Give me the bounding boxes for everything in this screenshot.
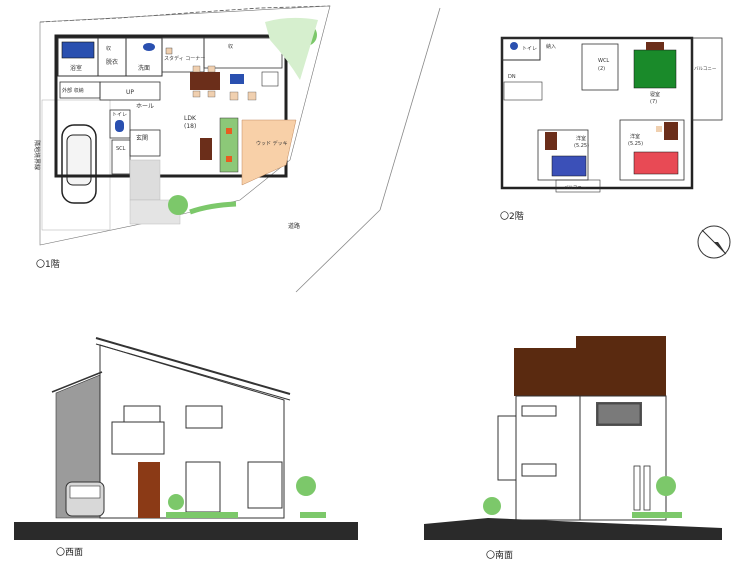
western2-size: (5.25) [628,141,643,147]
bath-label: 浴室 [70,64,82,72]
road-label: 道路 [288,222,300,230]
western2-label: 洋室 [630,133,640,140]
ldk-size: (18) [184,123,196,130]
balcony1-label: バルコニー [694,66,717,72]
toilet2-label: トイレ [522,46,537,52]
hall-label: ホール [136,103,154,110]
entrance-label: 玄関 [136,134,148,142]
wcl-size: (2) [598,66,605,72]
car-front-icon [65,481,105,517]
west-caption: 〇西面 [56,547,83,558]
floor2-caption: 〇2階 [500,211,524,222]
car-icon [61,124,97,204]
storage-label: 収 [106,45,111,52]
dressing-label: 脱衣 [106,58,118,66]
bed-blue [551,155,587,177]
south-elevation: 〇南面 [424,336,722,561]
western1-size: (5.25) [574,143,589,149]
toilet1-label: トイレ [112,112,127,118]
wood-deck [241,119,297,186]
balcony2-label: バルコニー [564,185,587,191]
ldk-label: LDK [184,115,197,122]
sic-label: SCL [116,146,126,152]
study-corner-label: スタディ コーナー [164,55,205,62]
deck-label: ウッド デッキ [256,140,288,147]
bed-red [633,151,679,175]
boundary-label: 隣地境界線 [33,140,41,170]
washroom-label: 洗面 [138,64,150,72]
compass-icon [697,225,731,259]
west-elevation: 〇西面 [14,337,358,558]
floor1-caption: 〇1階 [36,259,60,270]
south-caption: 〇南面 [486,549,513,561]
dn-label: DN [508,74,516,80]
storage2-label: 納入 [546,43,556,50]
stairs-up-label: UP [126,89,134,96]
pantry-label: 収 [228,43,233,50]
exterior-storage-label: 外部 収納 [62,87,84,94]
wcl-label: WCL [598,58,609,64]
bed-green [633,49,677,89]
bedroom-size: (7) [650,99,657,105]
bedroom-label: 寝室 [650,91,660,98]
floor1-plan: 隣地境界線 浴室 脱衣 収 洗面 スタディ コーナー 収 LDK (18) [33,5,331,270]
floor2-plan: トイレ 納入 DN WCL (2) 寝室 (7) バルコニー 洋室 (5.25)… [500,36,723,222]
western1-label: 洋室 [576,135,586,142]
